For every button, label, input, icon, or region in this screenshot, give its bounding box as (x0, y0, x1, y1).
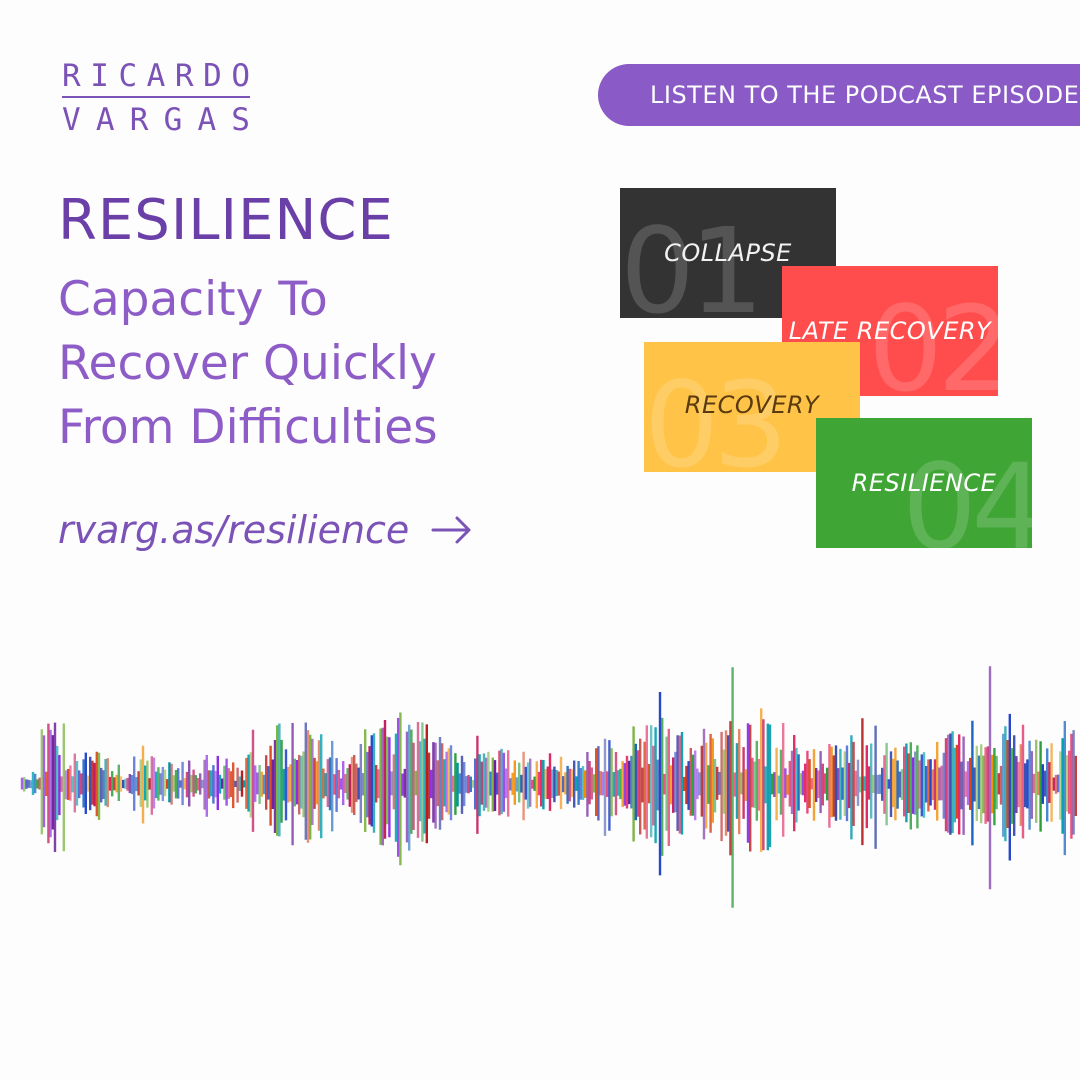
stage-label: RESILIENCE (851, 469, 997, 497)
logo-line-last: V A R G A S (62, 102, 250, 138)
brand-logo: R I C A R D O V A R G A S (62, 58, 250, 138)
stage-card-recovery: 03 RECOVERY (644, 342, 860, 472)
stage-number: 01 (620, 202, 764, 318)
stage-card-collapse: 01 COLLAPSE (620, 188, 836, 318)
link-text: rvarg.as/resilience (58, 508, 410, 552)
stage-number: 02 (868, 280, 998, 396)
stage-number: 04 (902, 438, 1032, 548)
stage-label: LATE RECOVERY (788, 317, 992, 345)
stage-card-resilience: 04 RESILIENCE (816, 418, 1032, 548)
audio-waveform-graphic (20, 666, 1078, 908)
logo-line-first: R I C A R D O (62, 58, 250, 94)
resilience-link[interactable]: rvarg.as/resilience (58, 508, 473, 552)
logo-divider (62, 96, 250, 98)
stage-label: COLLAPSE (664, 239, 792, 267)
arrow-right-icon (431, 516, 471, 544)
stage-number: 03 (644, 356, 788, 472)
page-subtitle: Capacity To Recover Quickly From Difficu… (58, 272, 438, 455)
page-title: RESILIENCE (58, 188, 394, 253)
stage-label: RECOVERY (684, 391, 820, 419)
listen-podcast-button[interactable]: LISTEN TO THE PODCAST EPISODE (598, 64, 1080, 126)
